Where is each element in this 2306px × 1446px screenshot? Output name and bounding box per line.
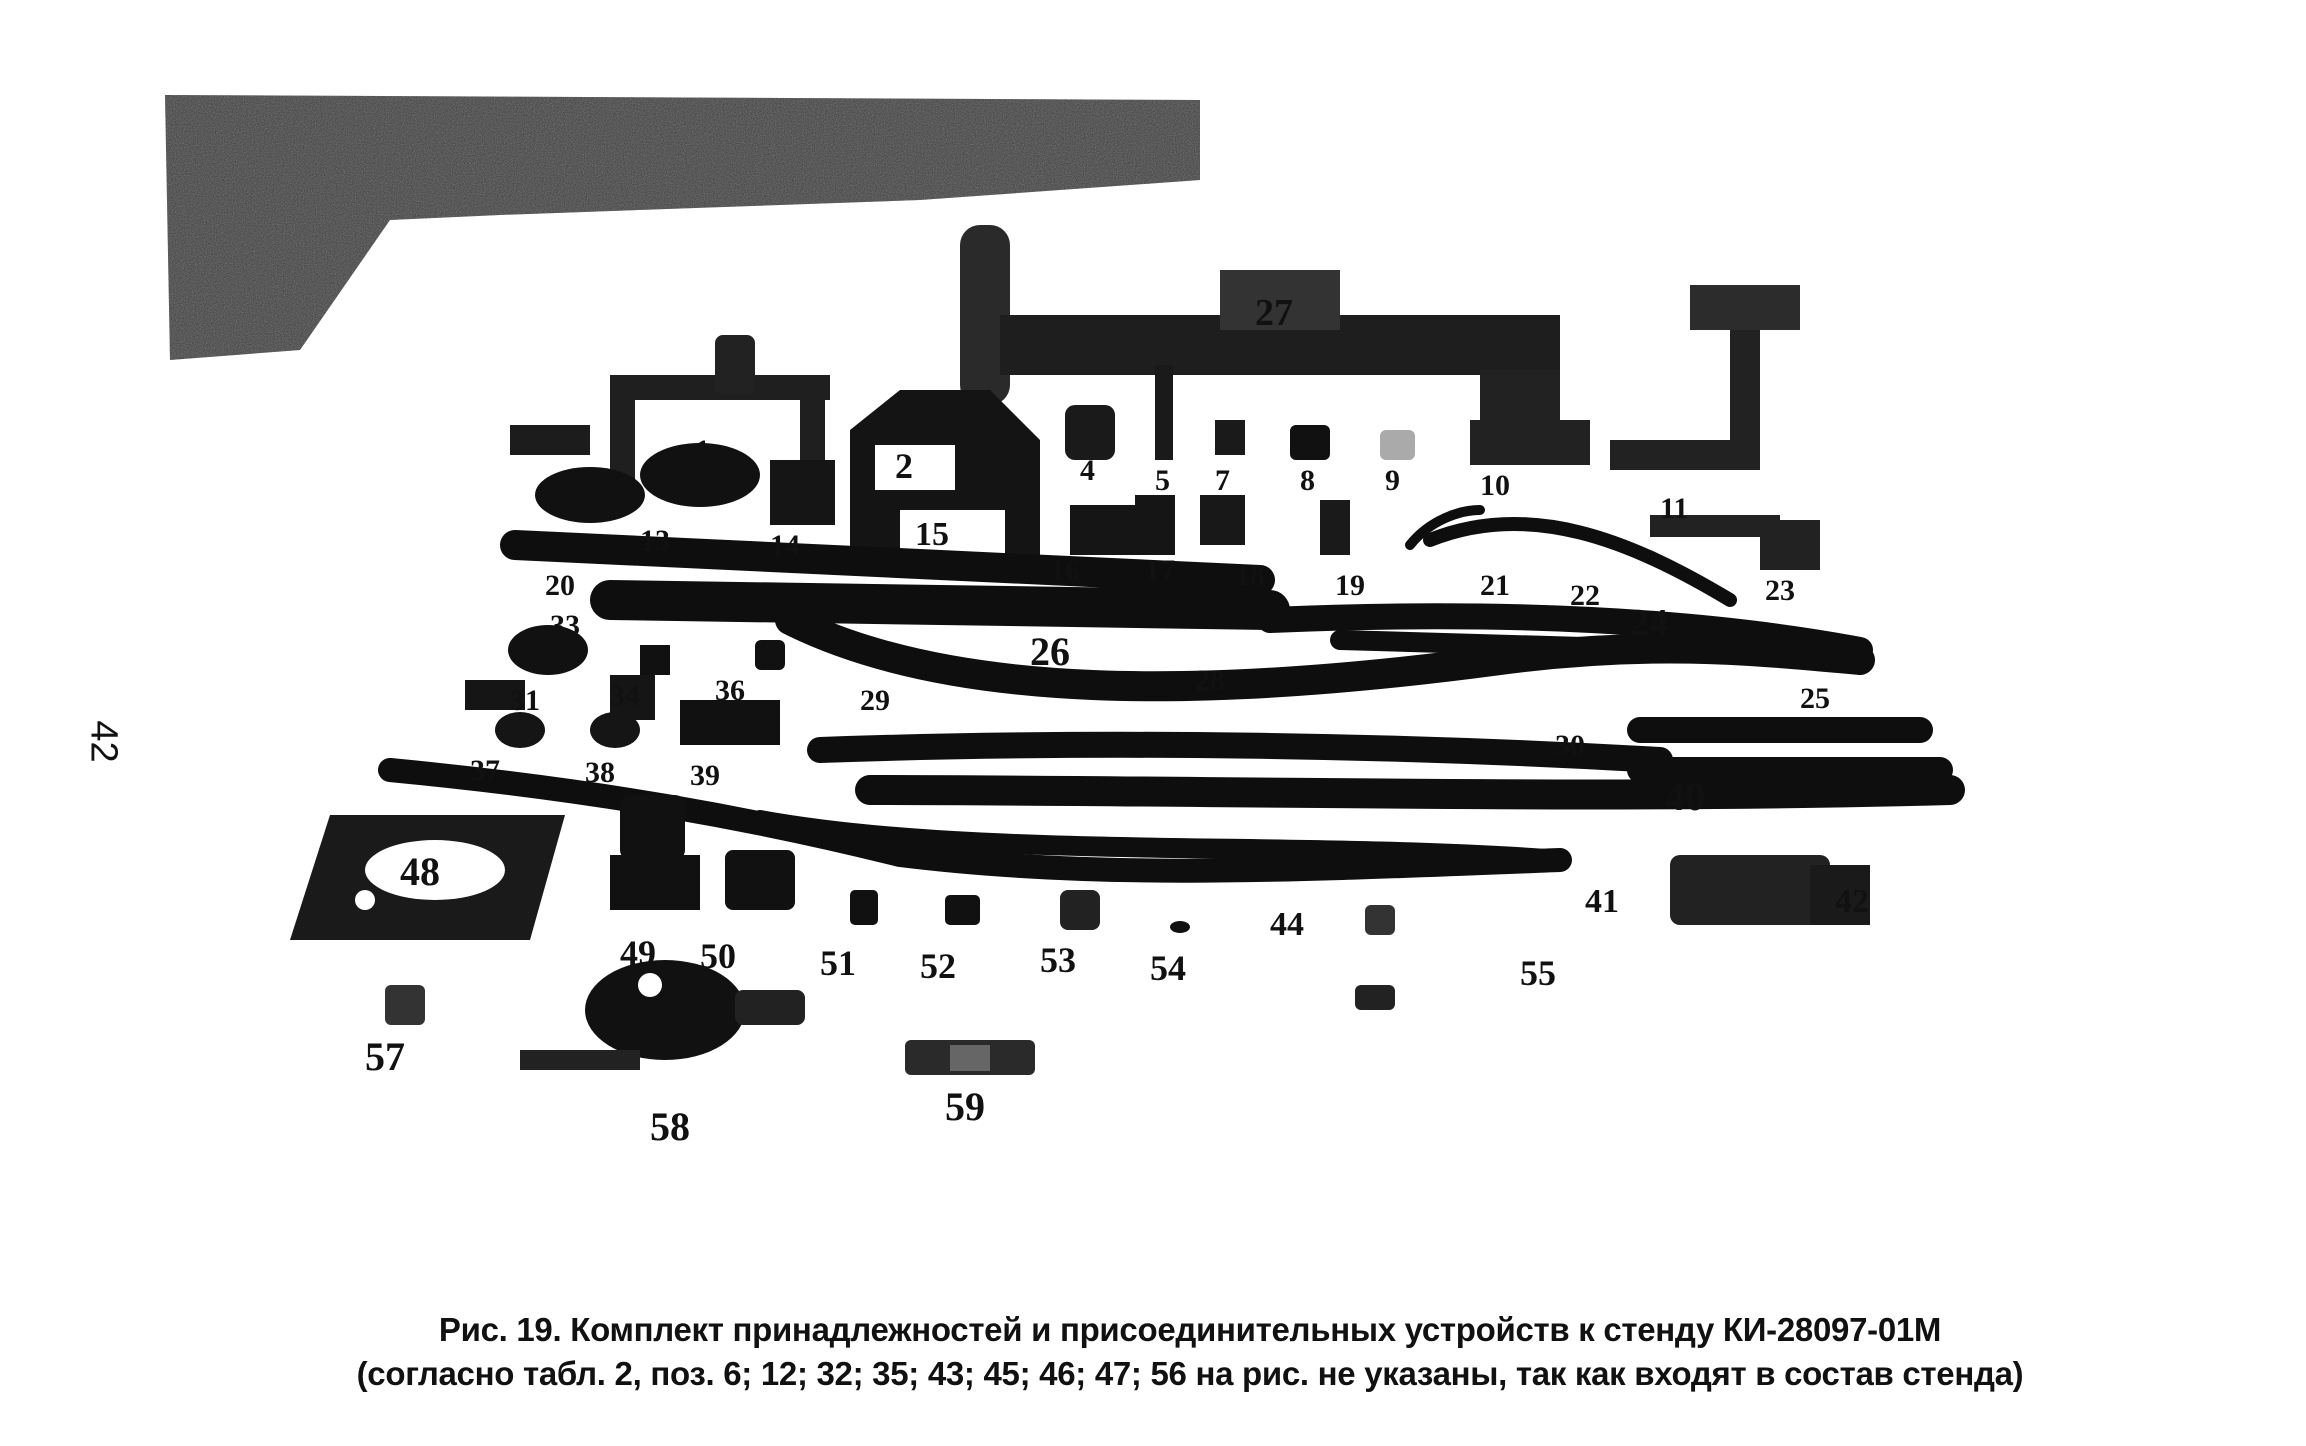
part-57	[385, 985, 425, 1025]
hoses	[378, 505, 1965, 883]
part-label: 29	[860, 684, 890, 717]
part-label: 22	[1570, 579, 1600, 612]
bracket-part	[1610, 285, 1800, 470]
part-label: 9	[1385, 464, 1400, 497]
part-label: 44	[1270, 906, 1304, 943]
plate-part-48	[290, 815, 565, 940]
block-part-2	[850, 390, 1040, 560]
part-label: 5	[1155, 464, 1170, 497]
part-number-labels: 1 2 4 5 7 8 9 10 11 13 14 15 16 17 18 19…	[365, 292, 1869, 1149]
part-label: 50	[700, 936, 736, 976]
part-label: 28	[1195, 664, 1225, 697]
part-58	[520, 960, 805, 1070]
caption-line-2: (согласно табл. 2, поз. 6; 12; 32; 35; 4…	[356, 1355, 2024, 1392]
part-label: 52	[920, 946, 956, 986]
parts-41-42	[1670, 855, 1870, 925]
part-label: 26	[1030, 629, 1070, 674]
part-label: 25	[1800, 682, 1830, 715]
part-label: 53	[1040, 940, 1076, 980]
part-label: 57	[365, 1034, 405, 1079]
parts-49-50	[610, 795, 795, 910]
part-label: 18	[1235, 559, 1265, 592]
part-label: 11	[1660, 492, 1688, 525]
part-label: 40	[1665, 774, 1705, 819]
part-label: 1	[695, 434, 710, 467]
fittings-row-bottom	[850, 890, 1395, 1010]
figure-caption: Рис. 19. Комплект принадлежностей и прис…	[160, 1308, 2220, 1396]
part-label: 55	[1520, 953, 1556, 993]
clamp-assembly	[510, 335, 835, 525]
part-label: 17	[1145, 554, 1175, 587]
fittings-row-top	[1065, 365, 1590, 465]
part-label: 23	[1765, 574, 1795, 607]
part-label: 39	[690, 759, 720, 792]
part-label: 8	[1300, 464, 1315, 497]
part-label: 54	[1150, 948, 1186, 988]
part-label: 14	[770, 529, 800, 562]
part-label: 34	[610, 679, 640, 712]
part-label: 30	[1555, 729, 1585, 762]
part-label: 33	[550, 609, 580, 642]
part-label: 13	[640, 524, 670, 557]
part-label: 31	[510, 684, 540, 717]
part-label: 15	[915, 516, 949, 553]
part-label: 38	[585, 756, 615, 789]
part-label: 51	[820, 943, 856, 983]
page-number: 42	[82, 720, 125, 763]
small-parts-left	[465, 625, 785, 748]
part-label: 19	[1335, 569, 1365, 602]
part-label: 10	[1480, 469, 1510, 502]
part-label: 37	[470, 754, 500, 787]
part-label: 58	[650, 1104, 690, 1149]
part-label: 59	[945, 1084, 985, 1129]
part-label: 20	[545, 569, 575, 602]
caption-line-1: Рис. 19. Комплект принадлежностей и прис…	[438, 1311, 1942, 1348]
rail-part	[960, 225, 1560, 420]
part-label: 48	[400, 849, 440, 894]
part-label: 42	[1835, 883, 1869, 920]
part-label: 27	[1255, 292, 1293, 334]
part-label: 21	[1480, 569, 1510, 602]
part-label: 16	[1050, 554, 1080, 587]
part-label: 49	[620, 933, 656, 973]
part-label: 2	[895, 446, 913, 486]
part-59	[905, 1040, 1035, 1075]
stand-body	[165, 95, 1200, 360]
part-label: 41	[1585, 883, 1619, 920]
part-label: 4	[1080, 454, 1095, 487]
part-label: 7	[1215, 464, 1230, 497]
part-label: 24	[1630, 602, 1668, 644]
fittings-row-middle	[1070, 495, 1820, 570]
part-label: 36	[715, 674, 745, 707]
